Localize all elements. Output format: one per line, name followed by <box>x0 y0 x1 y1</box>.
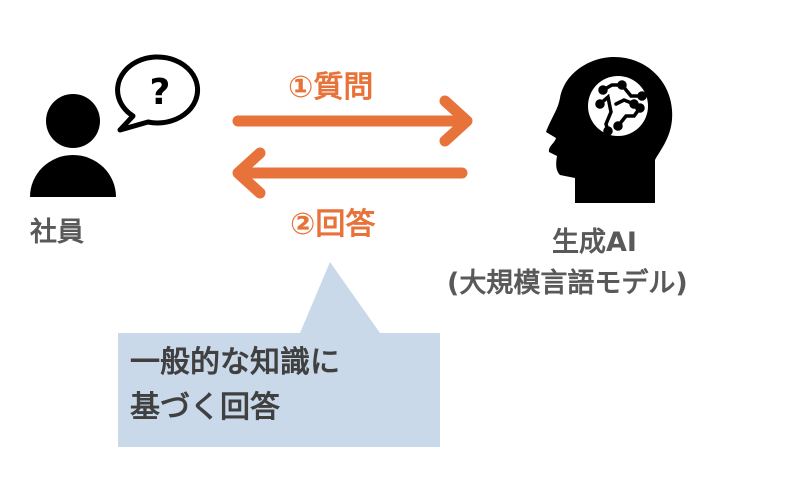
employee-label: 社員 <box>30 217 84 248</box>
question-label: ①質問 <box>288 70 374 105</box>
answer-label: ②回答 <box>290 207 376 242</box>
speech-bubble-icon: ? <box>115 54 201 133</box>
callout-line2: 基づく回答 <box>130 390 280 425</box>
person-icon <box>30 94 116 197</box>
callout-line1: 一般的な知識に <box>130 345 340 380</box>
question-mark: ? <box>150 72 171 113</box>
answer-arrow <box>232 147 468 199</box>
ai-label-line1: 生成AI <box>552 227 637 258</box>
question-arrow <box>232 95 473 147</box>
callout-shape <box>118 262 440 447</box>
ai-label-line2: (大規模言語モデル) <box>447 268 688 299</box>
ai-head-icon <box>546 56 673 203</box>
